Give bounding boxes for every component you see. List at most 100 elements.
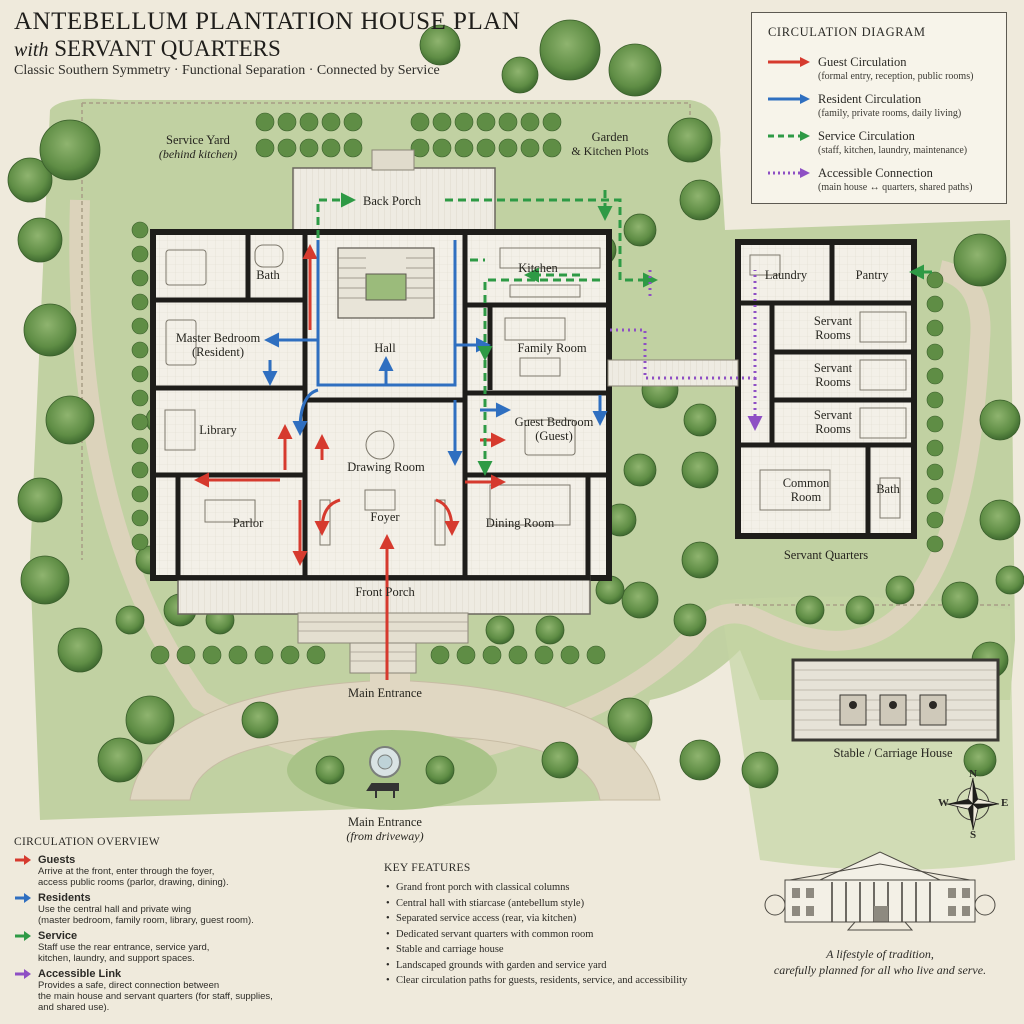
hedge-group xyxy=(131,112,944,665)
hedge-icon xyxy=(508,645,528,665)
hedge-icon xyxy=(280,645,300,665)
hedge-icon xyxy=(410,138,430,158)
tree-icon xyxy=(315,755,345,785)
tree-icon xyxy=(57,627,103,673)
hedge-icon xyxy=(131,365,149,383)
tree-icon xyxy=(885,575,915,605)
feature-item: Dedicated servant quarters with common r… xyxy=(386,927,744,943)
label-servant-rooms-2: Servant Rooms xyxy=(813,361,853,389)
hedge-icon xyxy=(926,487,944,505)
tree-icon xyxy=(97,737,143,783)
hedge-icon xyxy=(520,112,540,132)
page-title: ANTEBELLUM PLANTATION HOUSE PLAN with SE… xyxy=(14,8,520,63)
tree-icon xyxy=(17,217,63,263)
hedge-icon xyxy=(131,461,149,479)
hedge-icon xyxy=(586,645,606,665)
title-line-1: ANTEBELLUM PLANTATION HOUSE PLAN xyxy=(14,8,521,35)
tree-icon xyxy=(541,741,579,779)
legend-item-name: Guest Circulation xyxy=(818,55,907,69)
page-subtitle: Classic Southern Symmetry · Functional S… xyxy=(14,63,440,78)
label-front-porch: Front Porch xyxy=(355,585,415,599)
label-family-room: Family Room xyxy=(517,341,587,355)
label-quarters-bath: Bath xyxy=(876,482,900,496)
hedge-icon xyxy=(926,415,944,433)
hedge-icon xyxy=(321,112,341,132)
overview-item-accessible: Accessible Link Provides a safe, direct … xyxy=(14,968,314,1013)
hedge-icon xyxy=(131,269,149,287)
label-pantry: Pantry xyxy=(855,268,889,282)
label-stable: Stable / Carriage House xyxy=(833,746,953,760)
hedge-icon xyxy=(926,367,944,385)
servant-quarters-building xyxy=(735,239,917,539)
compass-e: E xyxy=(1001,797,1009,809)
hedge-icon xyxy=(254,645,274,665)
tree-icon xyxy=(795,595,825,625)
legend-title: CIRCULATION DIAGRAM xyxy=(768,25,926,39)
tree-icon xyxy=(623,453,657,487)
hedge-icon xyxy=(255,138,275,158)
hedge-icon xyxy=(131,293,149,311)
hedge-icon xyxy=(410,112,430,132)
label-garden: Garden& Kitchen Plots xyxy=(571,130,649,158)
tree-icon xyxy=(667,117,713,163)
tree-icon xyxy=(623,213,657,247)
tree-icon xyxy=(679,739,721,781)
label-servant-quarters: Servant Quarters xyxy=(783,548,869,562)
title-with-word: with xyxy=(14,39,49,61)
label-main-entrance-top: Main Entrance xyxy=(348,686,422,700)
tree-icon xyxy=(979,399,1021,441)
hedge-icon xyxy=(476,138,496,158)
hedge-icon xyxy=(498,112,518,132)
feature-item: Central hall with stiarcase (antebellum … xyxy=(386,896,744,912)
hedge-icon xyxy=(926,343,944,361)
label-back-porch: Back Porch xyxy=(363,194,421,208)
feature-item: Grand front porch with classical columns xyxy=(386,880,744,896)
tree-icon xyxy=(20,555,70,605)
tree-icon xyxy=(941,581,979,619)
legend-item-desc: (main house ↔ quarters, shared paths) xyxy=(818,182,973,193)
hedge-icon xyxy=(131,533,149,551)
tree-icon xyxy=(501,56,539,94)
label-parlor: Parlor xyxy=(232,516,264,530)
hedge-icon xyxy=(131,509,149,527)
horse-icon xyxy=(839,694,947,726)
overview-item-guests: Guests Arrive at the front, enter throug… xyxy=(14,854,314,888)
tree-icon xyxy=(607,697,653,743)
circulation-overview: CIRCULATION OVERVIEW Guests Arrive at th… xyxy=(14,836,314,1017)
hedge-icon xyxy=(228,645,248,665)
horse-carriage-icon xyxy=(366,783,399,798)
label-guest-bedroom: Guest Bedroom(Guest) xyxy=(514,415,594,443)
tree-icon xyxy=(425,755,455,785)
hedge-icon xyxy=(131,413,149,431)
tree-icon xyxy=(679,179,721,221)
hedge-icon xyxy=(150,645,170,665)
hedge-icon xyxy=(277,112,297,132)
hedge-icon xyxy=(430,645,450,665)
circulation-legend: CIRCULATION DIAGRAM Guest Circulation (f… xyxy=(751,12,1007,204)
hedge-icon xyxy=(926,295,944,313)
tree-icon xyxy=(17,477,63,523)
tree-icon xyxy=(953,233,1007,287)
hedge-icon xyxy=(432,138,452,158)
feature-item: Clear circulation paths for guests, resi… xyxy=(386,973,744,989)
hedge-icon xyxy=(926,439,944,457)
legend-item-desc: (formal entry, reception, public rooms) xyxy=(818,71,974,82)
resident-circulation-paths xyxy=(262,240,608,466)
label-drawing-room: Drawing Room xyxy=(347,460,425,474)
hedge-icon xyxy=(454,112,474,132)
main-house-walls xyxy=(150,229,612,581)
hedge-icon xyxy=(131,485,149,503)
guest-circulation-paths xyxy=(194,244,506,680)
legend-item-name: Resident Circulation xyxy=(818,92,922,106)
features-heading: KEY FEATURES xyxy=(384,862,471,874)
tree-icon xyxy=(681,541,719,579)
tree-icon xyxy=(621,581,659,619)
label-bath: Bath xyxy=(256,268,280,282)
label-main-entrance: Main Entrance(from driveway) xyxy=(346,815,424,843)
tree-icon xyxy=(419,24,461,66)
covered-walkway xyxy=(607,359,739,387)
tree-icon xyxy=(45,395,95,445)
hedge-icon xyxy=(176,645,196,665)
overview-item-service: Service Staff use the rear entrance, ser… xyxy=(14,930,314,964)
hedge-icon xyxy=(482,645,502,665)
